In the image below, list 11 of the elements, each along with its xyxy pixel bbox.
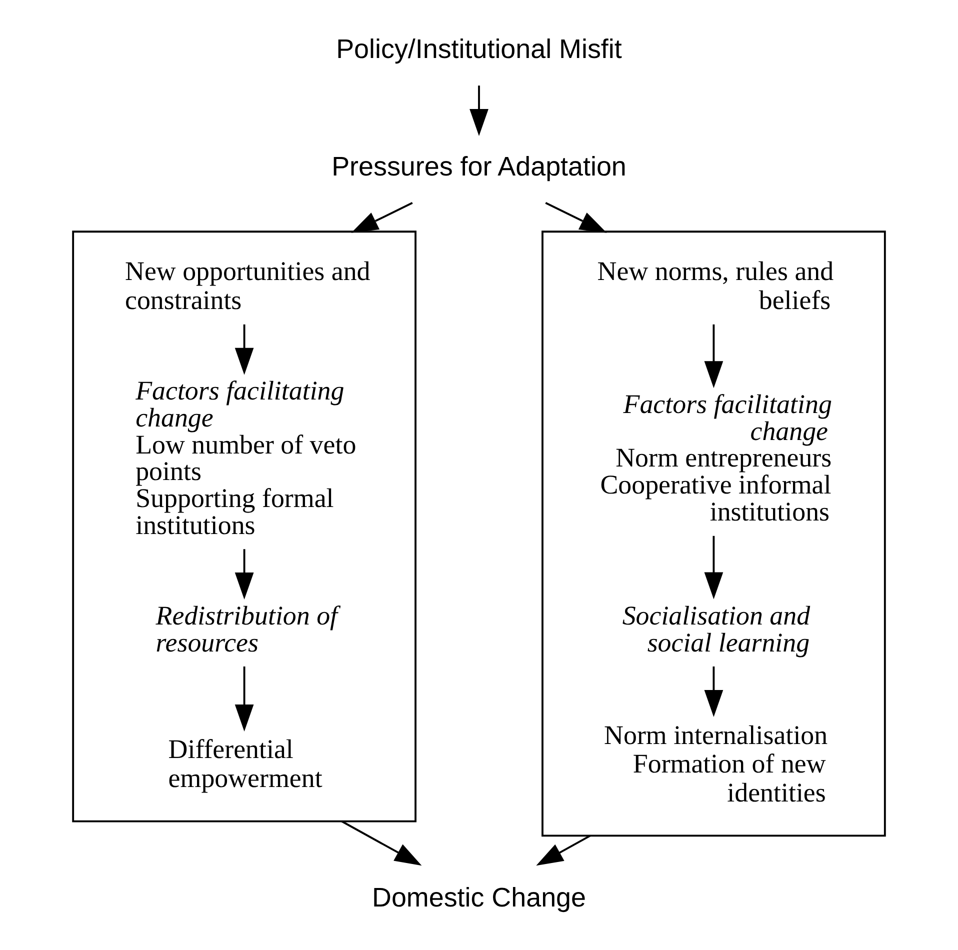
node-text: Factors facilitating change Low number of veto points Supporting formal institutions: [136, 375, 356, 540]
node-text: Domestic Change: [372, 882, 586, 912]
node-text: Norm internalisation Formation of new identities: [604, 720, 828, 808]
node-text: New norms, rules and beliefs: [597, 256, 834, 315]
node-text: Socialisation and social learning: [622, 600, 810, 658]
node-text: Redistribution of resources: [156, 600, 338, 658]
node-text: Factors facilitating change Norm entrepreneurs Cooperative informal institutions: [600, 388, 832, 527]
node-text: Pressures for Adaptation: [332, 151, 626, 182]
node-text: Differential empowerment: [168, 734, 322, 794]
node-text: Policy/Institutional Misfit: [336, 34, 622, 64]
node-text: New opportunities and constraints: [125, 256, 370, 315]
